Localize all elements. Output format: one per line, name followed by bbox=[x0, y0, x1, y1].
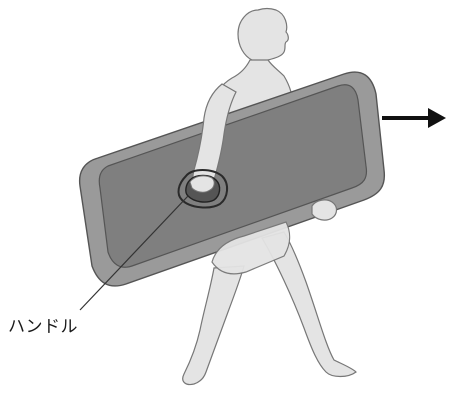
handle-callout-label: ハンドル bbox=[8, 312, 78, 337]
hand-on-handle bbox=[190, 176, 214, 192]
person-head bbox=[238, 9, 288, 62]
person-back-hand bbox=[312, 200, 337, 220]
arrow-right-icon bbox=[382, 108, 446, 128]
person-front-leg bbox=[183, 266, 244, 385]
